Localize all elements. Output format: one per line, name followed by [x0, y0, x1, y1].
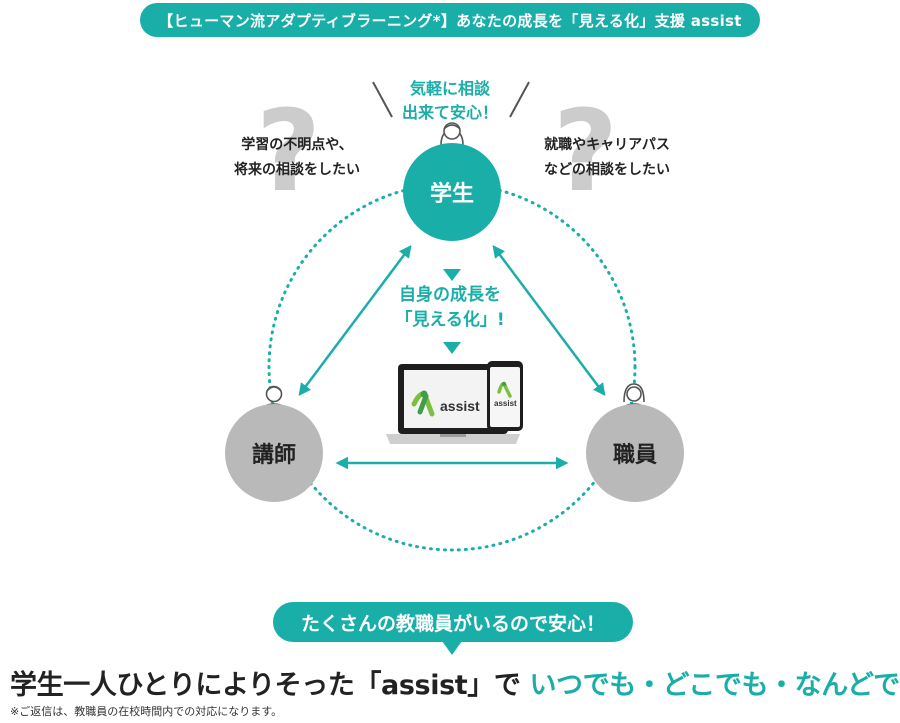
- speech-line-left: [372, 81, 393, 118]
- top-banner: 【ヒューマン流アダプティブラーニング*】あなたの成長を「見える化」支援 assi…: [140, 3, 760, 37]
- teacher-circle: 講師: [225, 404, 323, 502]
- note-right-line-2: などの相談をしたい: [544, 162, 670, 178]
- down-triangle-upper: [443, 269, 461, 281]
- student-label: 学生: [429, 182, 474, 207]
- bubble-tail: [442, 641, 462, 655]
- phone-logo-text: assist: [494, 399, 517, 408]
- arrow-student-staff: [492, 244, 606, 397]
- laptop-icon: [386, 364, 520, 444]
- growth-line-1: 自身の成長を: [399, 285, 501, 305]
- headline: 学生一人ひとりによりそった「assist」で いつでも・どこでも・なんどでも: [10, 663, 900, 702]
- speech-text: 気軽に相談 出来て安心！: [390, 77, 510, 125]
- footnote: ※ご返信は、教職員の在校時間内での対応になります。: [10, 705, 283, 718]
- note-right-line-1: 就職やキャリアパス: [544, 137, 670, 153]
- student-note-right: 就職やキャリアパス などの相談をしたい: [522, 133, 692, 183]
- teacher-label: 講師: [251, 443, 296, 468]
- staff-label: 職員: [612, 443, 657, 468]
- growth-line-2: 「見える化」!: [395, 310, 505, 330]
- smartphone-icon: [487, 361, 523, 431]
- student-circle: 学生: [403, 143, 501, 241]
- staff-circle: 職員: [586, 404, 684, 502]
- speech-line-2: 出来て安心！: [401, 103, 498, 122]
- speech-line-right: [509, 81, 530, 118]
- reassurance-bubble: たくさんの教職員がいるので安心！: [273, 602, 633, 642]
- arrow-student-teacher: [298, 244, 412, 397]
- top-banner-text: 【ヒューマン流アダプティブラーニング*】あなたの成長を「見える化」支援 assi…: [158, 11, 742, 30]
- note-left-line-1: 学習の不明点や、: [241, 137, 353, 153]
- question-mark-icon: ?: [553, 87, 618, 217]
- speech-line-1: 気軽に相談: [409, 79, 490, 98]
- student-note-left: 学習の不明点や、 将来の相談をしたい: [212, 133, 382, 183]
- headline-main: 学生一人ひとりによりそった「assist」で: [10, 670, 530, 701]
- question-mark-icon: ?: [256, 87, 321, 217]
- headline-highlight: いつでも・どこでも・なんどでも: [529, 670, 900, 701]
- reassurance-text: たくさんの教職員がいるので安心！: [300, 612, 605, 635]
- growth-text: 自身の成長を 「見える化」!: [385, 283, 515, 333]
- laptop-logo-text: assist: [440, 398, 480, 414]
- down-triangle-lower: [443, 342, 461, 354]
- note-left-line-2: 将来の相談をしたい: [234, 162, 360, 178]
